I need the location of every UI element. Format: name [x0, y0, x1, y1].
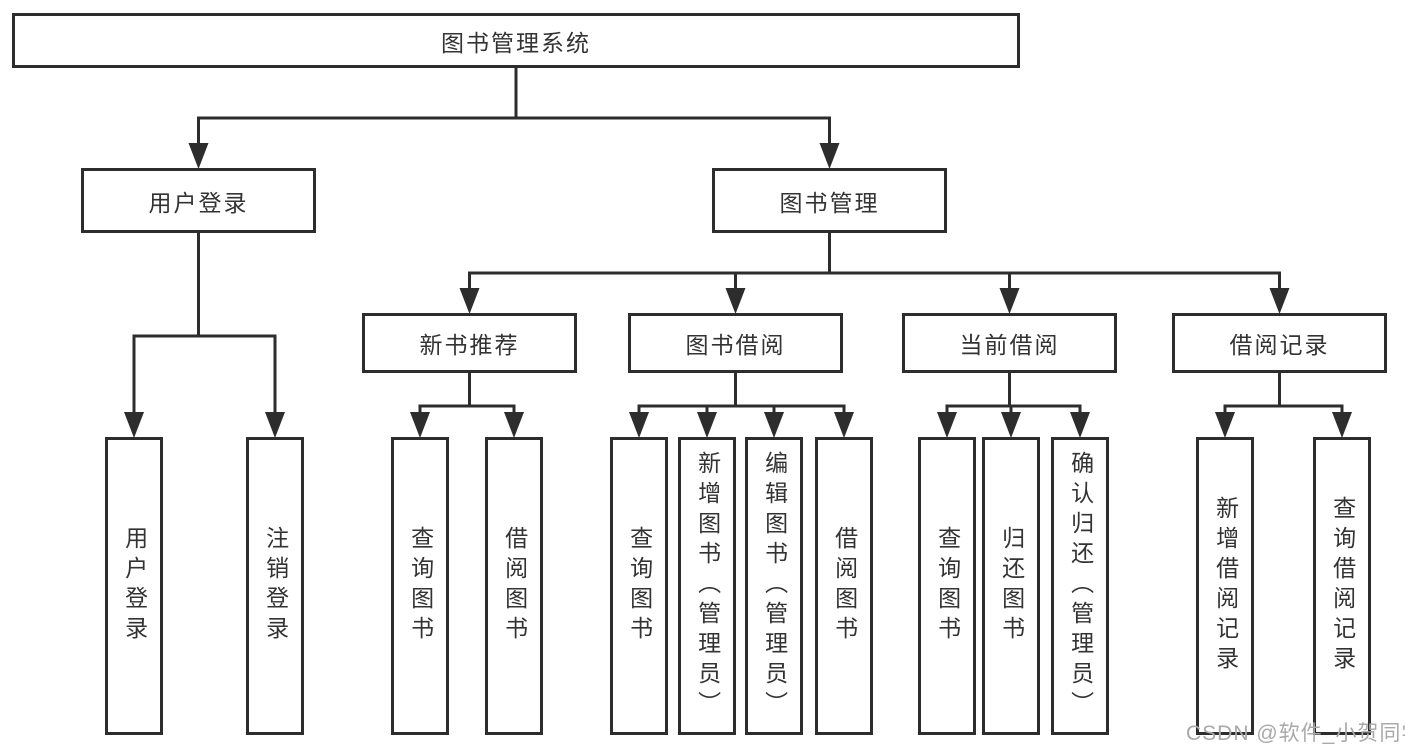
node-label: 新增图书（管理员）: [694, 451, 721, 721]
node-newbook: 新书推荐: [362, 313, 577, 373]
node-nb-borrow: 借阅图书: [485, 437, 543, 735]
node-c-query: 查询图书: [918, 437, 976, 735]
node-label: 用户登录: [121, 526, 148, 646]
node-label: 编辑图书（管理员）: [761, 451, 788, 721]
arrowhead: [1001, 412, 1021, 438]
arrowhead: [697, 412, 717, 438]
arrowhead: [1070, 412, 1090, 438]
node-current: 当前借阅: [902, 313, 1117, 373]
arrowhead: [188, 143, 209, 169]
arrowhead: [459, 288, 480, 314]
node-label: 借阅图书: [831, 526, 858, 646]
arrowhead: [124, 412, 144, 438]
node-label: 注销登录: [262, 526, 289, 646]
arrowhead: [764, 412, 784, 438]
node-label: 查询图书: [407, 526, 434, 646]
node-mgmt: 图书管理: [712, 168, 947, 233]
arrowhead: [725, 288, 746, 314]
node-label: 当前借阅: [959, 332, 1060, 358]
node-label: 新增借阅记录: [1212, 496, 1239, 676]
node-b-borrow: 借阅图书: [815, 437, 873, 735]
arrowhead: [1269, 288, 1290, 314]
node-login-user: 用户登录: [105, 437, 163, 735]
node-label: 查询图书: [934, 526, 961, 646]
node-label: 图书管理: [779, 189, 880, 216]
node-borrow: 图书借阅: [628, 313, 843, 373]
node-root: 图书管理系统: [12, 13, 1020, 68]
node-label: 查询图书: [626, 526, 653, 646]
arrowhead: [410, 412, 430, 438]
node-c-return: 归还图书: [982, 437, 1040, 735]
node-label: 确认归还（管理员）: [1067, 451, 1094, 721]
node-b-query: 查询图书: [610, 437, 668, 735]
arrowhead: [819, 143, 840, 169]
node-records: 借阅记录: [1172, 313, 1387, 373]
node-b-edit: 编辑图书（管理员）: [745, 437, 803, 735]
arrowhead: [1215, 412, 1235, 438]
node-login-out: 注销登录: [246, 437, 304, 735]
arrowhead: [999, 288, 1020, 314]
node-label: 新书推荐: [419, 332, 520, 358]
node-label: 用户登录: [148, 189, 249, 216]
arrowhead: [504, 412, 524, 438]
node-r-query: 查询借阅记录: [1313, 437, 1371, 735]
arrowhead: [629, 412, 649, 438]
node-label: 借阅图书: [501, 526, 528, 646]
node-b-add: 新增图书（管理员）: [678, 437, 736, 735]
node-label: 图书借阅: [685, 332, 786, 358]
arrowhead: [1332, 412, 1352, 438]
arrowhead: [937, 412, 957, 438]
node-r-add: 新增借阅记录: [1196, 437, 1254, 735]
node-nb-query: 查询图书: [391, 437, 449, 735]
arrowhead: [834, 412, 854, 438]
node-label: 借阅记录: [1229, 332, 1330, 358]
node-label: 图书管理系统: [441, 29, 591, 56]
watermark-text: CSDN @软件_小贺同学: [1186, 722, 1405, 745]
node-label: 归还图书: [998, 526, 1025, 646]
node-c-confirm: 确认归还（管理员）: [1051, 437, 1109, 735]
arrowhead: [265, 412, 285, 438]
node-login: 用户登录: [81, 168, 316, 233]
node-label: 查询借阅记录: [1329, 496, 1356, 676]
